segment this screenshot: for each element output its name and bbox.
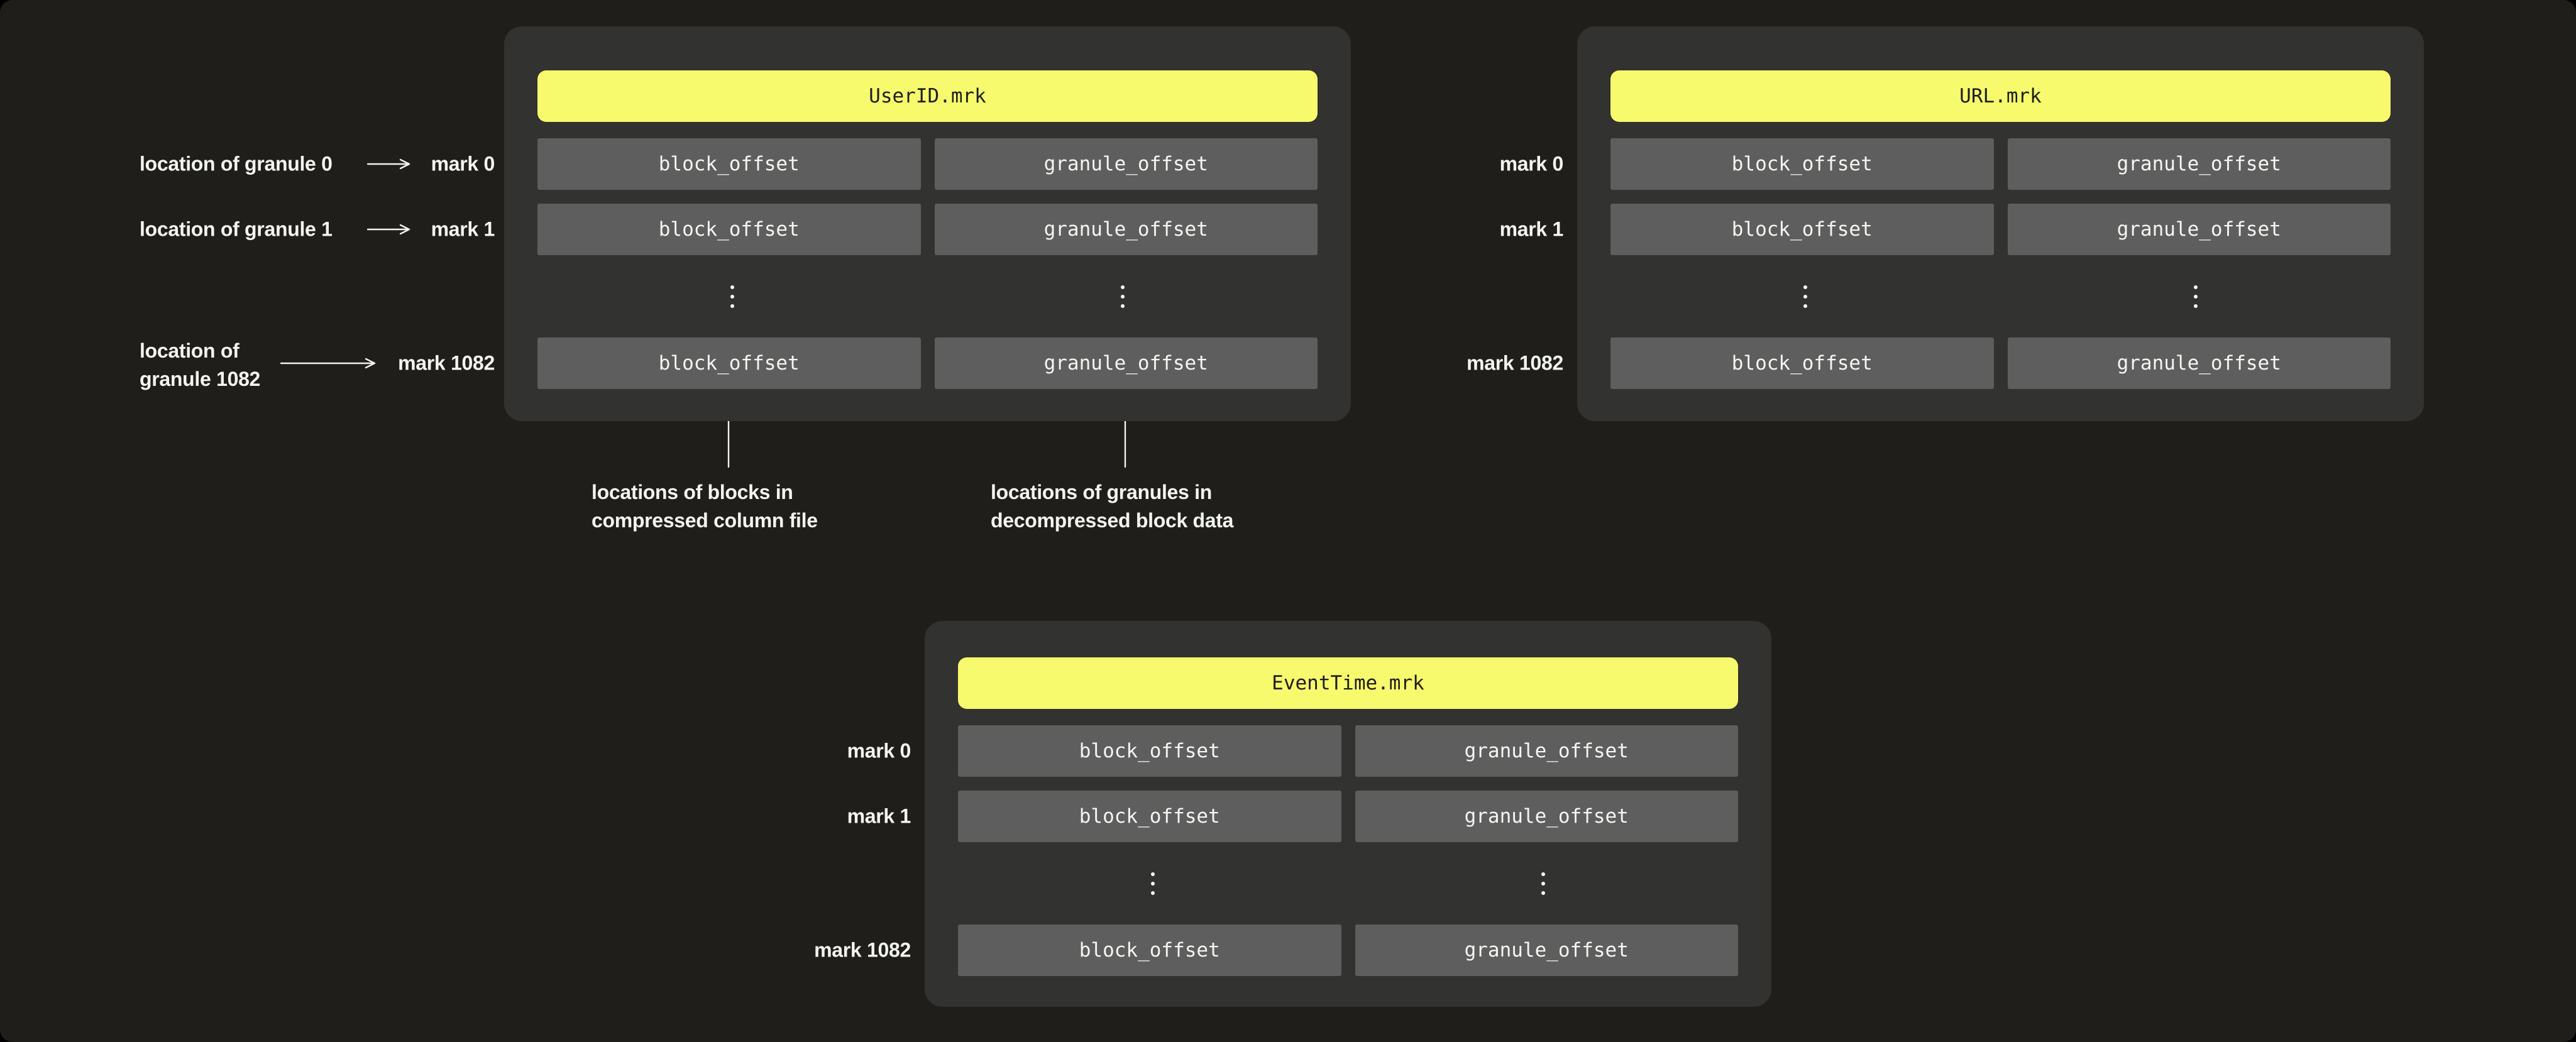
cell-label: block_offset — [1079, 939, 1220, 962]
mark-row-1082: block_offset granule_offset — [537, 337, 1318, 389]
annotation-location-granule-0: location of granule 0 — [140, 152, 333, 175]
annotation-line: location of — [140, 339, 239, 362]
cell-label: granule_offset — [1464, 805, 1629, 828]
granule-offset-cell: granule_offset — [934, 337, 1318, 389]
annotation-line: locations of blocks in — [592, 481, 793, 503]
ellipsis-col — [2001, 269, 2391, 324]
block-offset-cell: block_offset — [537, 204, 921, 255]
granule-offset-cell: granule_offset — [934, 204, 1318, 255]
vertical-ellipsis-icon — [730, 285, 735, 308]
mark-row-0: block_offset granule_offset — [958, 725, 1738, 777]
annotation-line: compressed column file — [592, 509, 818, 532]
granule-offset-cell: granule_offset — [2007, 337, 2391, 389]
ellipsis-col — [537, 269, 928, 324]
mark-row-1082: block_offset granule_offset — [958, 924, 1738, 976]
mark-row-1: block_offset granule_offset — [537, 204, 1318, 255]
mark-label: mark 1 — [431, 217, 495, 241]
cell-label: granule_offset — [1464, 740, 1629, 762]
mark-label: mark 0 — [847, 739, 911, 762]
granule-offset-cell: granule_offset — [1355, 791, 1738, 842]
annotation-line: decompressed block data — [991, 509, 1234, 532]
annotation-line: locations of granules in — [991, 481, 1212, 503]
block-offset-cell: block_offset — [537, 138, 921, 190]
panel-eventtime-mrk: EventTime.mrk block_offset granule_offse… — [925, 621, 1771, 1007]
ellipsis-col — [1348, 856, 1739, 911]
granule-offset-cell: granule_offset — [934, 138, 1318, 190]
ellipsis-row — [1610, 269, 2391, 324]
mark-label: mark 1 — [1499, 217, 1564, 241]
block-offset-cell: block_offset — [958, 791, 1341, 842]
mark-label: mark 0 — [1499, 152, 1564, 175]
mark-row-0: block_offset granule_offset — [537, 138, 1318, 190]
ellipsis-row — [958, 856, 1738, 911]
ellipsis-col — [958, 856, 1348, 911]
cell-label: granule_offset — [2116, 153, 2281, 175]
cell-label: block_offset — [1079, 740, 1220, 762]
mrk-file-title: URL.mrk — [1959, 85, 2042, 107]
arrow-right-icon — [366, 158, 410, 170]
ellipsis-row — [537, 269, 1318, 324]
mark-label: mark 1 — [847, 804, 911, 828]
block-offset-cell: block_offset — [958, 725, 1341, 777]
mark-label: mark 1082 — [1467, 351, 1563, 375]
cell-label: block_offset — [658, 218, 800, 241]
block-offset-cell: block_offset — [958, 924, 1341, 976]
mrk-file-header: URL.mrk — [1610, 70, 2391, 122]
mrk-file-header: UserID.mrk — [537, 70, 1318, 122]
vertical-ellipsis-icon — [1803, 285, 1808, 308]
mark-row-1: block_offset granule_offset — [1610, 204, 2391, 255]
arrow-right-icon — [280, 358, 376, 369]
annotation-line: granule 1082 — [140, 368, 261, 390]
mrk-file-header: EventTime.mrk — [958, 657, 1738, 709]
cell-label: block_offset — [1731, 218, 1873, 241]
mark-label: mark 0 — [431, 152, 495, 175]
cell-label: block_offset — [1731, 352, 1873, 375]
annotation-location-granule-1082: location of granule 1082 — [140, 337, 260, 393]
granule-offset-cell: granule_offset — [1355, 725, 1738, 777]
mark-row-1: block_offset granule_offset — [958, 791, 1738, 842]
cell-label: block_offset — [658, 153, 800, 175]
cell-label: granule_offset — [1043, 218, 1208, 241]
arrow-right-icon — [366, 224, 410, 235]
granule-offset-cell: granule_offset — [1355, 924, 1738, 976]
vertical-ellipsis-icon — [2193, 285, 2198, 308]
block-offset-cell: block_offset — [1610, 337, 1994, 389]
cell-label: block_offset — [658, 352, 800, 375]
cell-label: block_offset — [1079, 805, 1220, 828]
cell-label: granule_offset — [2116, 352, 2281, 375]
vertical-ellipsis-icon — [1541, 872, 1545, 895]
annotation-granules-locations: locations of granules in decompressed bl… — [991, 478, 1233, 535]
block-offset-cell: block_offset — [1610, 204, 1994, 255]
mrk-file-title: UserID.mrk — [869, 85, 986, 107]
block-offset-cell: block_offset — [1610, 138, 1994, 190]
cell-label: granule_offset — [1043, 153, 1208, 175]
mark-row-0: block_offset granule_offset — [1610, 138, 2391, 190]
cell-label: granule_offset — [2116, 218, 2281, 241]
vertical-ellipsis-icon — [1120, 285, 1125, 308]
cell-label: granule_offset — [1043, 352, 1208, 375]
granule-offset-cell: granule_offset — [2007, 138, 2391, 190]
vertical-ellipsis-icon — [1151, 872, 1155, 895]
block-offset-cell: block_offset — [537, 337, 921, 389]
annotation-location-granule-1: location of granule 1 — [140, 217, 333, 241]
panel-url-mrk: URL.mrk block_offset granule_offset bloc… — [1577, 26, 2424, 421]
panel-userid-mrk: UserID.mrk block_offset granule_offset b… — [504, 26, 1351, 421]
ellipsis-col — [928, 269, 1318, 324]
mark-row-1082: block_offset granule_offset — [1610, 337, 2391, 389]
mark-label: mark 1082 — [398, 351, 495, 375]
annotation-blocks-locations: locations of blocks in compressed column… — [592, 478, 818, 535]
cell-label: granule_offset — [1464, 939, 1629, 962]
granule-offset-cell: granule_offset — [2007, 204, 2391, 255]
ellipsis-col — [1610, 269, 2001, 324]
mrk-file-title: EventTime.mrk — [1272, 672, 1424, 694]
mark-label: mark 1082 — [814, 938, 911, 962]
cell-label: block_offset — [1731, 153, 1873, 175]
